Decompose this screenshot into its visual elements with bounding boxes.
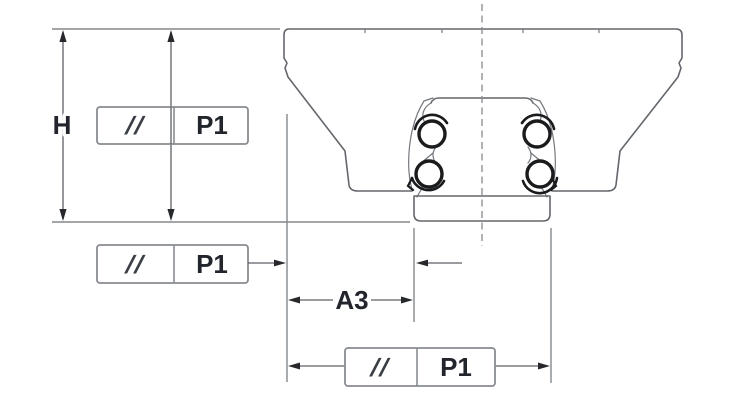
tolerance-frame-3-box: [344, 347, 496, 387]
carriage-top-joint-ticks: [364, 28, 600, 34]
a3-dimension: A3: [288, 282, 413, 319]
bottom-dimension-arrow-right: [538, 362, 550, 370]
tolerance-frame-3-datum: P1: [440, 352, 472, 382]
a3-dimension-label: A3: [335, 285, 368, 315]
ball-bearing-lower-left: [414, 159, 444, 189]
a3-arrow-right: [401, 296, 413, 304]
parallelism-arrow-down: [167, 209, 175, 221]
tolerance-frame-2-leader-arrow: [274, 259, 286, 267]
tolerance-frame-2: // P1: [96, 244, 286, 284]
retainer-arc-upper-left: [413, 113, 449, 131]
h-dimension-arrow-up: [59, 30, 67, 42]
parallelism-arrow-up: [167, 30, 175, 42]
rail-groove-flanks: [416, 102, 548, 198]
tolerance-frame-1: // P1: [96, 106, 249, 145]
bottom-dimension-arrow-left: [288, 362, 300, 370]
tolerance-frame-1-datum: P1: [196, 110, 228, 140]
ball-bearing-lower-right: [525, 159, 555, 189]
rail-base-outline: [413, 195, 551, 222]
retainer-lips: [406, 176, 558, 192]
tolerance-frame-1-box: [96, 106, 249, 145]
h-dimension-label: H: [53, 110, 72, 140]
carriage-block-outline: [283, 28, 683, 192]
retainer-arc-upper-right: [520, 113, 556, 131]
retainer-arc-lower-left: [410, 176, 446, 192]
a3-arrow-left: [288, 296, 300, 304]
ball-bearing-upper-right: [522, 119, 552, 149]
tolerance-frame-3: // P1: [288, 347, 550, 387]
rail-face-leader-arrow: [416, 259, 428, 267]
tolerance-frame-2-box: [96, 244, 249, 284]
tolerance-frame-2-datum: P1: [196, 249, 228, 279]
h-dimension-arrow-down: [59, 209, 67, 221]
ball-bearing-upper-left: [417, 119, 447, 149]
